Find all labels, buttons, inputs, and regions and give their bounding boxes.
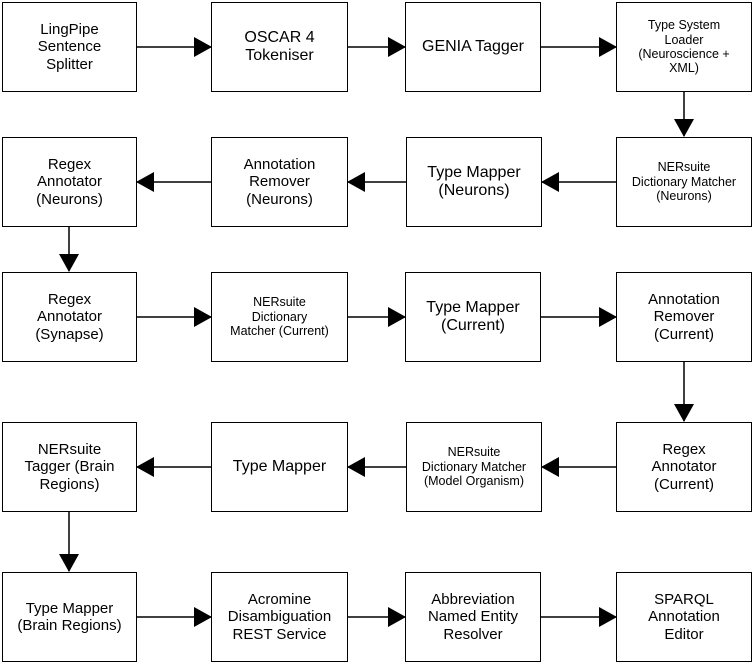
- node-label: Annotation Remover (Neurons): [243, 156, 316, 208]
- node-label: NERsuite Dictionary Matcher (Model Organ…: [421, 445, 527, 489]
- node-label: NERsuite Tagger (Brain Regions): [24, 441, 115, 493]
- node-sparql-annotation-editor: SPARQL Annotation Editor: [616, 572, 752, 662]
- node-regex-annotator-synapse: Regex Annotator (Synapse): [2, 272, 137, 362]
- node-label: Regex Annotator (Neurons): [36, 156, 103, 208]
- node-label: LingPipe Sentence Splitter: [37, 21, 102, 73]
- node-genia-tagger: GENIA Tagger: [405, 2, 541, 92]
- node-label: Type Mapper (Neurons): [427, 163, 521, 199]
- node-type-mapper-neurons: Type Mapper (Neurons): [406, 137, 542, 227]
- node-type-system-loader: Type System Loader (Neuroscience + XML): [616, 2, 752, 92]
- node-nersuite-tagger-brain-regions: NERsuite Tagger (Brain Regions): [2, 422, 137, 512]
- node-label: Type Mapper (Current): [426, 298, 520, 334]
- node-lingpipe-sentence-splitter: LingPipe Sentence Splitter: [2, 2, 137, 92]
- node-acromine-disambiguation: Acromine Disambiguation REST Service: [211, 572, 348, 662]
- node-label: Acromine Disambiguation REST Service: [227, 591, 332, 643]
- node-label: NERsuite Dictionary Matcher (Neurons): [631, 160, 737, 204]
- node-regex-annotator-neurons: Regex Annotator (Neurons): [2, 137, 137, 227]
- node-label: Regex Annotator (Current): [651, 441, 717, 493]
- node-nersuite-dictionary-matcher-model-organism: NERsuite Dictionary Matcher (Model Organ…: [406, 422, 542, 512]
- node-label: Abbreviation Named Entity Resolver: [427, 591, 519, 643]
- node-label: NERsuite Dictionary Matcher (Current): [230, 295, 329, 339]
- node-label: Type Mapper: [232, 457, 327, 475]
- node-type-mapper-current: Type Mapper (Current): [405, 272, 541, 362]
- node-abbreviation-named-entity-resolver: Abbreviation Named Entity Resolver: [405, 572, 541, 662]
- node-label: OSCAR 4 Tokeniser: [244, 28, 315, 64]
- node-type-mapper: Type Mapper: [211, 422, 348, 512]
- node-type-mapper-brain-regions: Type Mapper (Brain Regions): [2, 572, 137, 662]
- node-nersuite-dictionary-matcher-current: NERsuite Dictionary Matcher (Current): [211, 272, 348, 362]
- node-nersuite-dictionary-matcher-neurons: NERsuite Dictionary Matcher (Neurons): [616, 137, 752, 227]
- node-label: Type System Loader (Neuroscience + XML): [638, 18, 730, 76]
- node-label: Annotation Remover (Current): [648, 291, 720, 343]
- node-label: Type Mapper (Brain Regions): [17, 599, 122, 634]
- node-annotation-remover-current: Annotation Remover (Current): [616, 272, 752, 362]
- node-label: Regex Annotator (Synapse): [35, 291, 104, 343]
- node-annotation-remover-neurons: Annotation Remover (Neurons): [211, 137, 348, 227]
- node-oscar-tokeniser: OSCAR 4 Tokeniser: [211, 2, 348, 92]
- node-label: GENIA Tagger: [422, 37, 524, 55]
- node-label: SPARQL Annotation Editor: [648, 591, 720, 643]
- node-regex-annotator-current: Regex Annotator (Current): [616, 422, 752, 512]
